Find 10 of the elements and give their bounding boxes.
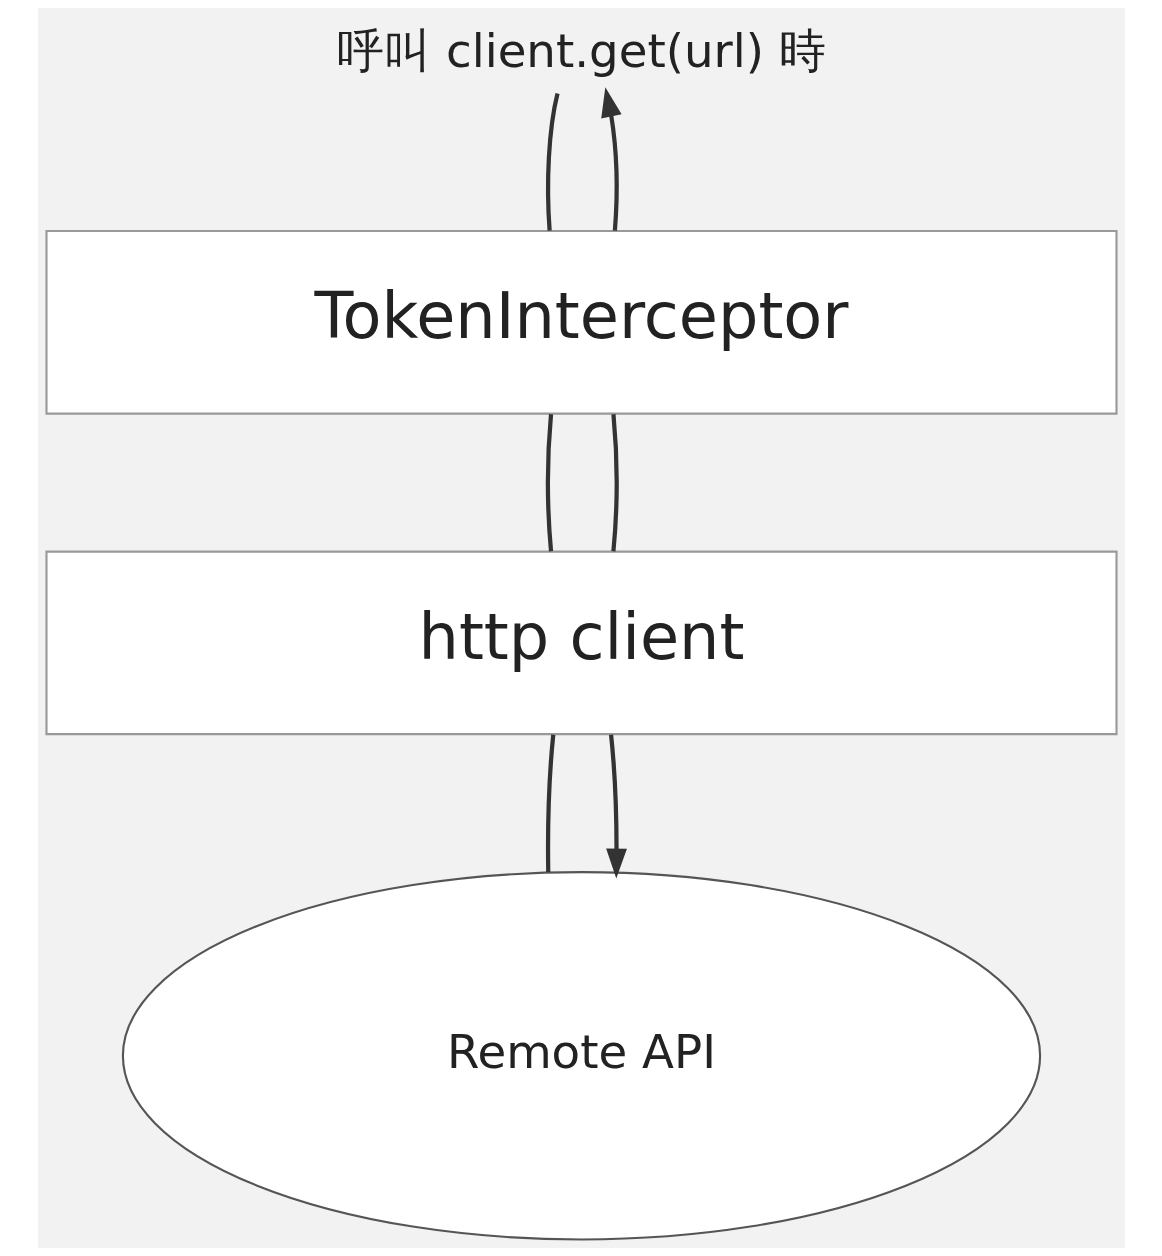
connector — [610, 414, 619, 552]
node-text: 呼叫 client.get(url) 時 — [336, 23, 826, 78]
connector — [545, 414, 553, 552]
arrow — [605, 734, 627, 879]
connector — [545, 93, 560, 231]
node-box: TokenInterceptor — [44, 229, 1118, 415]
node-box: http client — [44, 550, 1118, 736]
connector — [545, 734, 555, 872]
node-ellipse: Remote API — [121, 871, 1041, 1241]
arrow — [600, 87, 622, 231]
